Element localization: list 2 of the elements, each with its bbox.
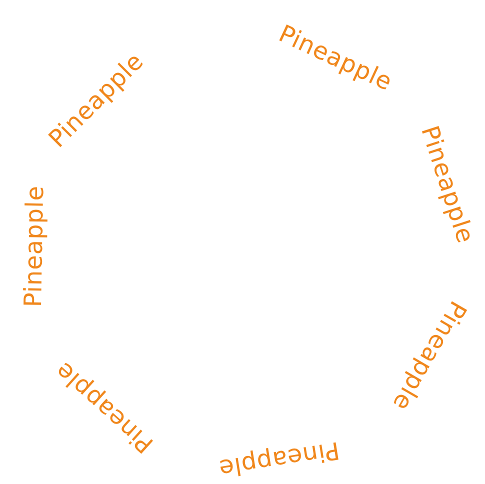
ring-text-label: Pineapple: [217, 438, 342, 481]
ring-text-label: Pineapple: [20, 185, 48, 308]
